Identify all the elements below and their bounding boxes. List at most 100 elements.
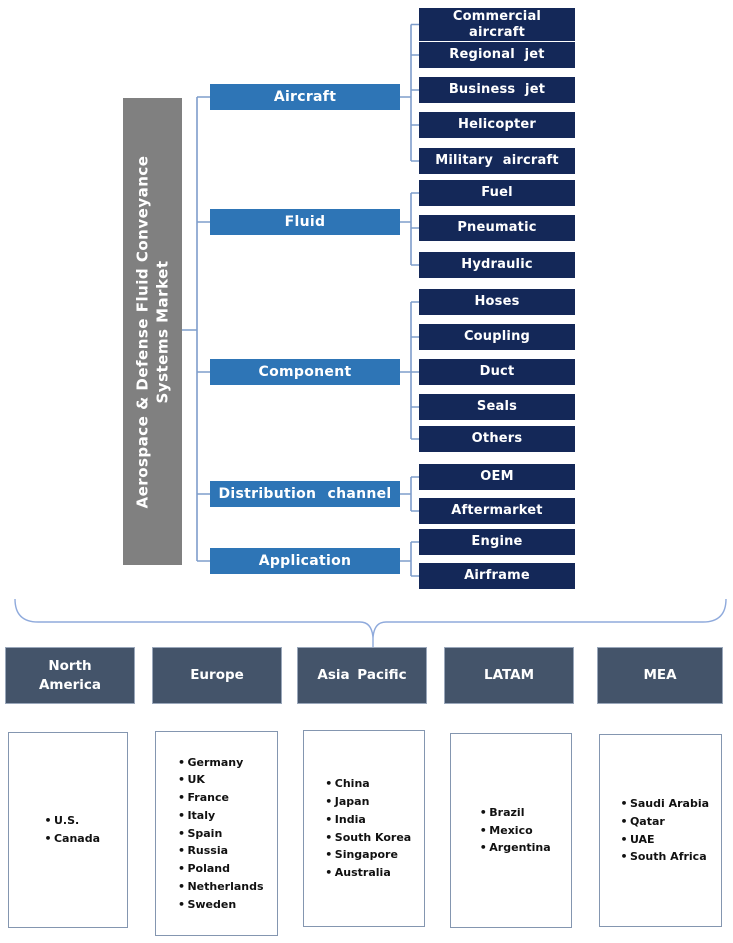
country-label: Japan — [334, 795, 370, 808]
country-list-latam: •Brazil•Mexico•Argentina — [450, 733, 572, 928]
segment-fluid: Fluid — [210, 209, 400, 235]
country-label: Sweden — [187, 897, 237, 911]
country-item-italy: •Italy — [175, 809, 263, 823]
subsegment-pneumatic: Pneumatic — [419, 215, 575, 241]
country-list: •China•Japan•India•South Korea•Singapore… — [313, 777, 415, 880]
country-item-brazil: •Brazil — [477, 806, 550, 820]
country-label: Singapore — [334, 848, 398, 862]
country-list: •Brazil•Mexico•Argentina — [467, 806, 554, 855]
country-item-spain: •Spain — [175, 827, 263, 841]
region-north-america: North America — [5, 647, 135, 704]
subsegment-coupling: Coupling — [419, 324, 575, 350]
country-item-netherlands: •Netherlands — [175, 879, 264, 894]
bullet-icon: • — [620, 850, 628, 864]
bullet-icon: • — [325, 848, 333, 862]
subsegment-business-jet: Business jet — [419, 77, 575, 103]
segment-component: Component — [210, 359, 400, 385]
country-list: •Germany•UK•France•Italy•Spain•Russia•Po… — [165, 756, 267, 912]
country-item-australia: •Australia — [323, 866, 411, 880]
bullet-icon: • — [620, 797, 628, 810]
country-item-china: •China — [323, 777, 411, 791]
segment-application: Application — [210, 548, 400, 574]
country-label: Australia — [334, 866, 391, 879]
country-item-sweden: •Sweden — [175, 898, 263, 912]
bullet-icon: • — [325, 866, 333, 879]
country-item-canada: •Canada — [42, 832, 100, 846]
country-label: Saudi Arabia — [629, 797, 710, 810]
subsegment-commercial-aircraft: Commercial aircraft — [419, 8, 575, 41]
country-item-argentina: •Argentina — [477, 841, 551, 855]
subsegment-seals: Seals — [419, 394, 575, 420]
country-list-north-america: •U.S.•Canada — [8, 732, 128, 928]
market-title: Aerospace & Defense Fluid Conveyance Sys… — [133, 155, 171, 508]
country-item-saudi-arabia: •Saudi Arabia — [618, 797, 709, 811]
country-item-mexico: •Mexico — [477, 824, 550, 838]
country-label: India — [334, 812, 366, 826]
country-label: Russia — [187, 844, 229, 858]
country-label: Brazil — [489, 805, 525, 819]
country-item-singapore: •Singapore — [323, 848, 411, 862]
subsegment-others: Others — [419, 426, 575, 452]
subsegment-airframe: Airframe — [419, 563, 575, 589]
country-label: Italy — [187, 808, 216, 822]
region-latam: LATAM — [444, 647, 574, 704]
country-label: South Korea — [334, 830, 412, 844]
country-label: Spain — [187, 826, 223, 840]
country-label: Qatar — [629, 814, 665, 828]
bullet-icon: • — [44, 814, 52, 828]
country-label: Germany — [187, 755, 244, 769]
country-label: Canada — [53, 832, 101, 845]
bullet-icon: • — [177, 879, 185, 893]
country-label: China — [334, 777, 370, 791]
country-list: •U.S.•Canada — [32, 814, 104, 846]
country-item-south-korea: •South Korea — [323, 831, 411, 845]
country-label: Argentina — [489, 841, 551, 855]
subsegment-hoses: Hoses — [419, 289, 575, 315]
country-item-japan: •Japan — [323, 795, 411, 809]
bullet-icon: • — [325, 777, 333, 791]
bullet-icon: • — [177, 844, 185, 858]
country-label: U.S. — [53, 814, 80, 828]
segment-distribution-channel: Distribution channel — [210, 481, 400, 507]
segment-aircraft: Aircraft — [210, 84, 400, 110]
market-title-box: Aerospace & Defense Fluid Conveyance Sys… — [123, 98, 182, 565]
country-label: South Africa — [629, 850, 707, 864]
region-mea: MEA — [597, 647, 723, 704]
region-europe: Europe — [152, 647, 282, 704]
country-item-u-s: •U.S. — [42, 814, 100, 828]
country-item-qatar: •Qatar — [618, 815, 709, 829]
bullet-icon: • — [177, 897, 185, 911]
bullet-icon: • — [479, 841, 487, 855]
subsegment-fuel: Fuel — [419, 180, 575, 206]
subsegment-aftermarket: Aftermarket — [419, 498, 575, 524]
country-item-germany: •Germany — [175, 756, 263, 770]
subsegment-hydraulic: Hydraulic — [419, 252, 575, 278]
bullet-icon: • — [177, 862, 185, 876]
bullet-icon: • — [177, 773, 185, 787]
country-item-south-africa: •South Africa — [618, 850, 709, 864]
bullet-icon: • — [620, 832, 628, 846]
subsegment-oem: OEM — [419, 464, 575, 490]
country-label: Mexico — [489, 823, 533, 837]
country-list: •Saudi Arabia•Qatar•UAE•South Africa — [608, 797, 713, 864]
country-label: UAE — [629, 832, 655, 846]
region-asia-pacific: Asia Pacific — [297, 647, 427, 704]
bullet-icon: • — [177, 826, 185, 840]
country-item-india: •India — [323, 813, 411, 827]
subsegment-engine: Engine — [419, 529, 575, 555]
country-item-uae: •UAE — [618, 833, 709, 847]
bullet-icon: • — [479, 805, 487, 819]
subsegment-duct: Duct — [419, 359, 575, 385]
country-item-uk: •UK — [175, 773, 263, 787]
country-item-france: •France — [175, 791, 263, 805]
subsegment-military-aircraft: Military aircraft — [419, 148, 575, 174]
country-label: UK — [187, 773, 205, 787]
country-label: Poland — [187, 862, 230, 876]
country-item-russia: •Russia — [175, 844, 263, 858]
country-item-poland: •Poland — [175, 862, 263, 876]
subsegment-helicopter: Helicopter — [419, 112, 575, 138]
country-list-mea: •Saudi Arabia•Qatar•UAE•South Africa — [599, 734, 722, 927]
subsegment-regional-jet: Regional jet — [419, 42, 575, 68]
